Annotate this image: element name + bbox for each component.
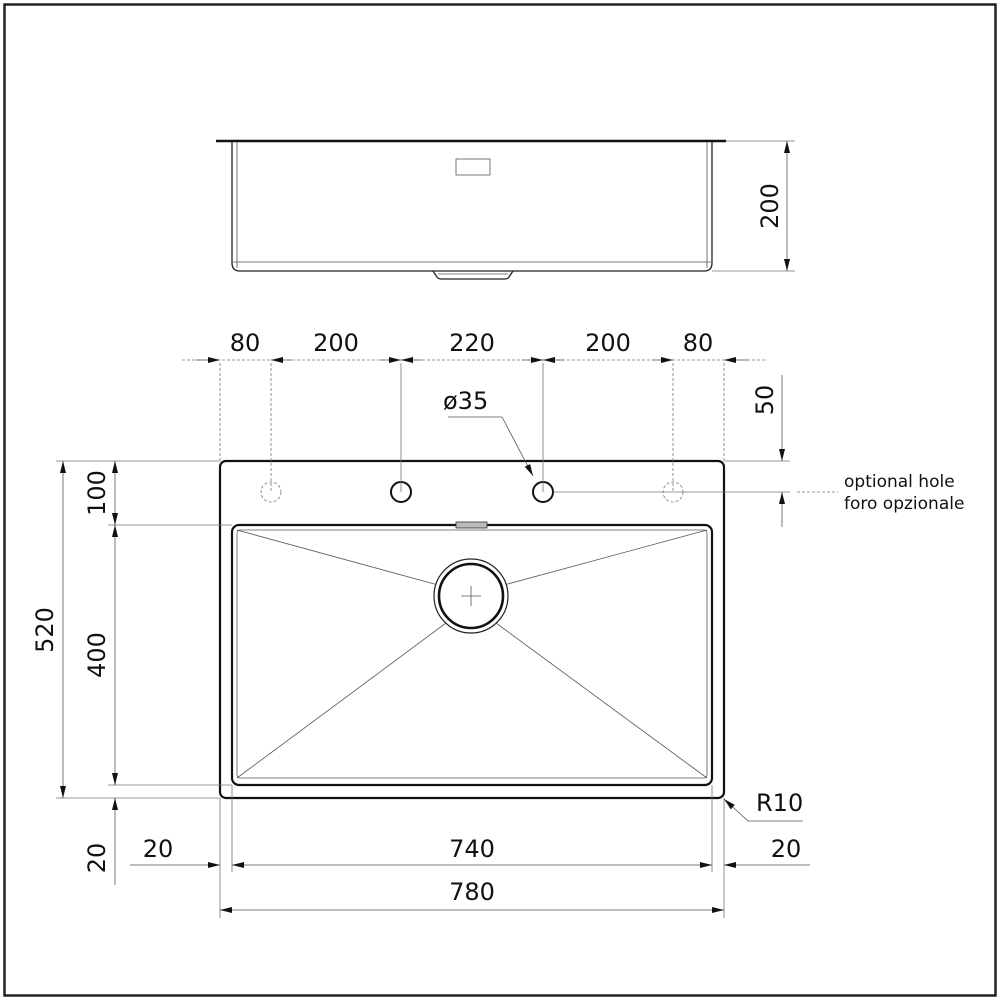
total-width-label: 780	[449, 878, 495, 906]
drain-outlet	[432, 270, 514, 280]
corner-radius-label: R10	[756, 789, 803, 817]
optional-hole-note-it: foro opzionale	[844, 494, 964, 514]
dim-top-220: 220	[449, 329, 495, 357]
plan-view: 80 200 220 200 80 ø35 50 optional hole f…	[31, 329, 964, 918]
dim-top-80-right: 80	[683, 329, 714, 357]
sink-bowl-floor	[236, 529, 708, 779]
dim-top-200-right: 200	[585, 329, 631, 357]
deck-depth-label: 100	[83, 470, 111, 516]
optional-hole-left	[260, 481, 282, 503]
side-view: 200	[216, 139, 795, 280]
corner-radius-leader	[723, 798, 803, 822]
bottom-margin-label: 20	[83, 843, 111, 874]
total-depth-label: 520	[31, 607, 59, 653]
hole-diameter-leader	[448, 416, 534, 477]
right-margin-label: 20	[771, 835, 802, 863]
dim-top-80-left: 80	[230, 329, 261, 357]
left-margin-label: 20	[143, 835, 174, 863]
overflow-slot	[455, 158, 491, 176]
hole-offset-label: 50	[751, 385, 779, 416]
hole-diameter-label: ø35	[443, 387, 488, 415]
overflow	[455, 521, 488, 529]
drawing-frame	[3, 3, 997, 997]
bowl-width-label: 740	[449, 835, 495, 863]
sink-top-plate	[218, 459, 726, 800]
bowl-depth-label: 400	[83, 632, 111, 678]
height-dimension-label: 200	[756, 183, 784, 229]
dim-top-200-left: 200	[313, 329, 359, 357]
side-view-body	[231, 142, 713, 272]
optional-hole-note-en: optional hole	[844, 472, 955, 492]
